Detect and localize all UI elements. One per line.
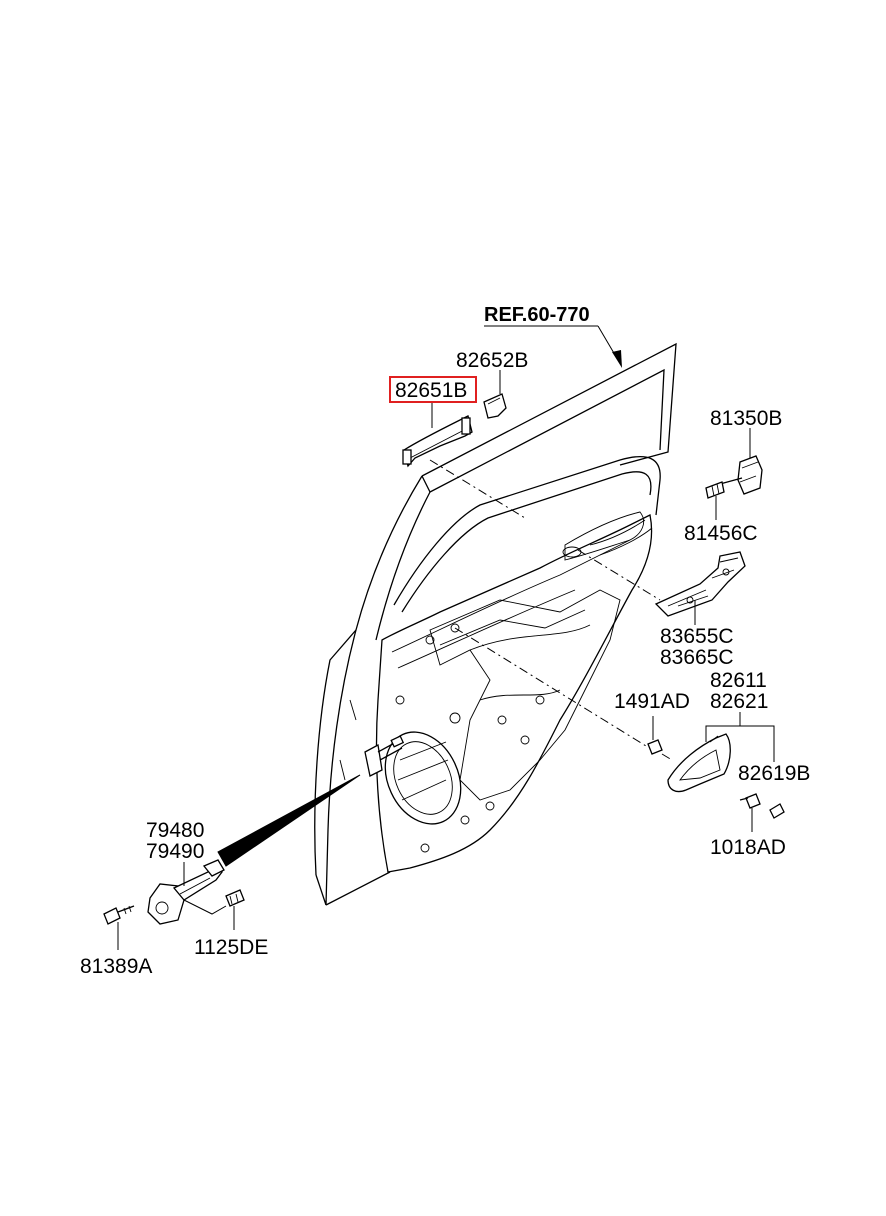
- highlight-box: [389, 376, 477, 403]
- part-label-79480: 79480: [146, 819, 204, 842]
- screw-1018ad: [739, 793, 761, 809]
- part-label-81389a: 81389A: [80, 955, 152, 978]
- part-label-79490: 79490: [146, 840, 204, 863]
- part-label-1491ad: 1491AD: [614, 690, 690, 713]
- part-label-82651b: 82651B: [395, 379, 467, 402]
- part-label-82652b: 82652B: [456, 349, 528, 372]
- rear-door-panel: [314, 342, 677, 906]
- part-label-1125de: 1125DE: [194, 936, 268, 959]
- handle-cap-82619b: [769, 803, 785, 819]
- inside-handle-bracket: [654, 551, 746, 617]
- outside-handle-cover: [402, 415, 473, 468]
- bolt-81389a: [103, 905, 135, 925]
- ref-arrow-head: [612, 350, 622, 368]
- part-label-83655c: 83655C: [660, 625, 734, 648]
- part-label-81350b: 81350B: [710, 407, 782, 430]
- handle-cap: [483, 393, 507, 419]
- door-striker: [705, 455, 763, 499]
- inside-door-handle: [667, 733, 731, 793]
- part-label-81456c: 81456C: [684, 522, 758, 545]
- part-label-82619b: 82619B: [738, 762, 810, 785]
- part-label-83665c: 83665C: [660, 646, 734, 669]
- bolt-1125de: [225, 889, 245, 907]
- part-label-82621: 82621: [710, 690, 768, 713]
- part-label-1018ad: 1018AD: [710, 836, 786, 859]
- part-label-82611: 82611: [710, 669, 767, 692]
- ref-label: REF.60-770: [484, 304, 590, 326]
- check-link-pointer: [217, 774, 361, 867]
- clip-1491ad: [647, 739, 663, 755]
- door-check-link: [147, 859, 225, 925]
